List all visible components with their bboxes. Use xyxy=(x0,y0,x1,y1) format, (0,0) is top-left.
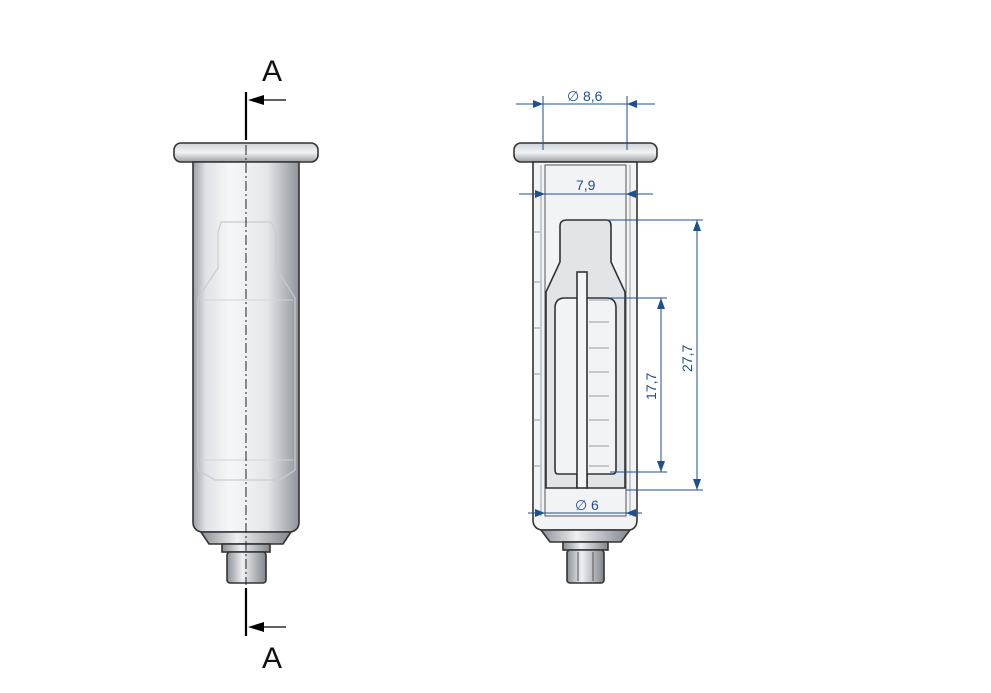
section-bottom-taper xyxy=(539,529,632,543)
dim-symbol-bottom: ∅ xyxy=(575,497,587,513)
section-outlet-collar xyxy=(562,541,609,551)
cavity-ticks xyxy=(589,299,609,467)
dim-total-height: 27,7 xyxy=(679,345,695,372)
dim-bottom-diameter: 6 xyxy=(591,497,599,513)
dim-outer-diameter: 8,6 xyxy=(583,88,603,104)
section-flange xyxy=(513,142,658,163)
external-view: A A xyxy=(173,55,319,675)
section-outlet-nozzle xyxy=(566,549,605,584)
section-bore xyxy=(544,164,627,517)
section-label-bottom: A xyxy=(262,642,282,675)
section-view xyxy=(513,142,658,584)
section-label-top: A xyxy=(262,55,282,88)
dimensions: ∅ 8,6 7,9 27,7 17,7 ∅ 6 xyxy=(516,88,703,517)
ghost-piston xyxy=(197,221,296,481)
section-arrow-top xyxy=(248,95,264,105)
plunger-rod xyxy=(576,271,588,489)
section-arrow-bottom xyxy=(248,622,264,632)
dim-cavity-height: 17,7 xyxy=(643,373,659,400)
piston-section xyxy=(545,219,626,489)
dim-symbol-outer: ∅ xyxy=(567,88,579,104)
dim-inner-width: 7,9 xyxy=(576,177,596,193)
